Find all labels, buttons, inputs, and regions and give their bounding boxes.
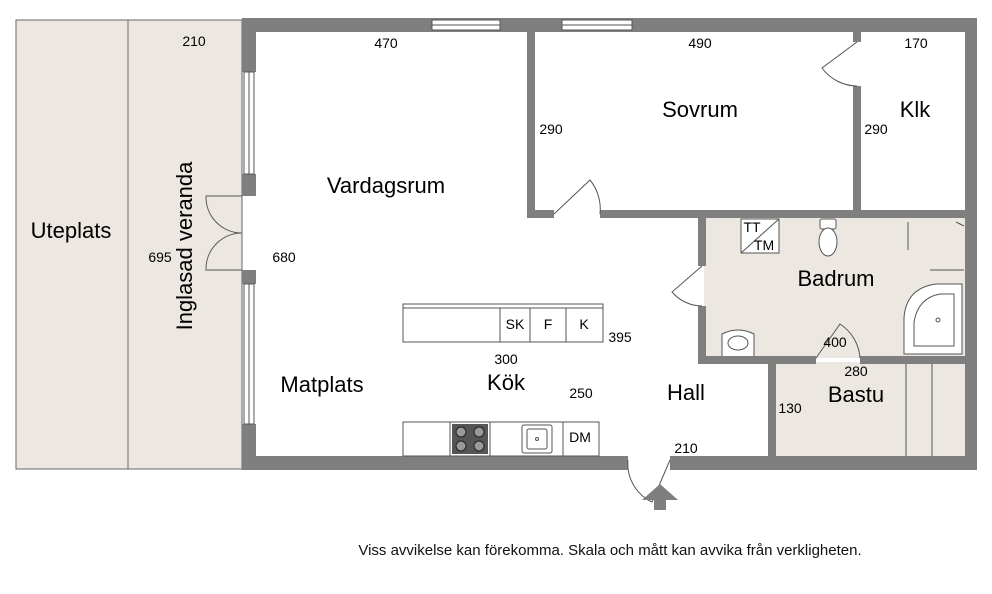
door-veranda-upper xyxy=(205,195,243,234)
outdoor-area xyxy=(15,19,243,470)
uteplats-floor xyxy=(15,19,129,470)
windows xyxy=(243,19,633,425)
fixture-label-tt: TT xyxy=(743,219,761,235)
dim-badrum-width: 400 xyxy=(823,334,847,350)
dim-vardagsrum-length: 680 xyxy=(272,249,296,265)
kitchen-sink-icon xyxy=(521,424,553,454)
dim-klk-depth: 290 xyxy=(864,121,888,137)
room-label-klk: Klk xyxy=(900,97,932,122)
room-label-bastu: Bastu xyxy=(828,382,884,407)
room-label-kok: Kök xyxy=(487,370,526,395)
kitchen-counter xyxy=(402,421,600,457)
door-klk xyxy=(821,41,858,87)
wall-outer-right xyxy=(965,18,977,470)
wall-outer-left-4 xyxy=(242,424,256,470)
door-veranda-lower xyxy=(205,232,243,271)
wall-klk-left-2 xyxy=(853,86,861,216)
dim-sovrum-depth: 290 xyxy=(539,121,563,137)
door-entrance xyxy=(627,459,671,503)
toilet-icon xyxy=(818,218,838,257)
fixture-label-dm: DM xyxy=(569,429,591,445)
door-bastu xyxy=(815,323,861,359)
shower-icon xyxy=(903,283,963,355)
dim-bastu-depth: 130 xyxy=(778,400,802,416)
kitchen-island xyxy=(402,303,604,343)
laundry-box xyxy=(740,218,780,254)
wall-outer-bottom-left xyxy=(242,456,628,470)
walls xyxy=(242,18,977,470)
dim-sovrum-width: 490 xyxy=(688,35,712,51)
dim-hall-width: 210 xyxy=(674,440,698,456)
veranda-floor xyxy=(127,19,243,470)
wall-sovrum-left xyxy=(527,32,535,216)
wall-bastu-left xyxy=(768,362,776,458)
dim-hall-length: 395 xyxy=(608,329,632,345)
disclaimer-text: Viss avvikelse kan förekomma. Skala och … xyxy=(358,542,862,559)
dim-veranda-length: 695 xyxy=(148,249,172,265)
door-badrum xyxy=(671,265,703,307)
room-label-uteplats: Uteplats xyxy=(31,218,112,243)
room-label-hall: Hall xyxy=(667,380,705,405)
room-label-inglasad-veranda: Inglasad veranda xyxy=(172,161,197,331)
fixture-label-f: F xyxy=(544,316,553,332)
fixture-label-k: K xyxy=(579,316,589,332)
bastu-floor xyxy=(776,362,966,456)
wall-badrum-left-1 xyxy=(698,218,706,266)
door-sovrum xyxy=(553,179,601,215)
room-label-badrum: Badrum xyxy=(797,266,874,291)
shower-wall-lines xyxy=(907,221,965,271)
entrance-arrow-icon xyxy=(642,484,678,510)
wall-badrum-bottom-2 xyxy=(860,356,965,364)
wall-outer-left-3 xyxy=(242,270,256,284)
room-label-vardagsrum: Vardagsrum xyxy=(327,173,445,198)
wall-klk-left-1 xyxy=(853,32,861,42)
fixture-label-sk: SK xyxy=(506,316,525,332)
dim-bastu-width: 280 xyxy=(844,363,868,379)
wall-outer-bottom-right xyxy=(670,456,977,470)
wall-sovrum-bottom-2 xyxy=(600,210,965,218)
wall-sovrum-bottom-1 xyxy=(527,210,554,218)
wall-outer-left-2 xyxy=(242,174,256,196)
dim-klk-width: 170 xyxy=(904,35,928,51)
doors xyxy=(205,41,861,503)
window-lines xyxy=(248,24,632,424)
washbasin-icon xyxy=(721,329,755,356)
room-label-sovrum: Sovrum xyxy=(662,97,738,122)
fixture-label-tm: TM xyxy=(754,237,774,253)
stove-icon xyxy=(452,424,488,454)
dim-vardagsrum-width: 470 xyxy=(374,35,398,51)
dim-kok-width: 300 xyxy=(494,351,518,367)
room-label-matplats: Matplats xyxy=(280,372,363,397)
wall-badrum-bottom-1 xyxy=(698,356,816,364)
sauna-benches xyxy=(905,364,933,456)
wall-badrum-left-2 xyxy=(698,306,706,364)
wall-outer-left-1 xyxy=(242,18,256,72)
dim-kok-depth: 250 xyxy=(569,385,593,401)
dim-veranda-width: 210 xyxy=(182,33,206,49)
